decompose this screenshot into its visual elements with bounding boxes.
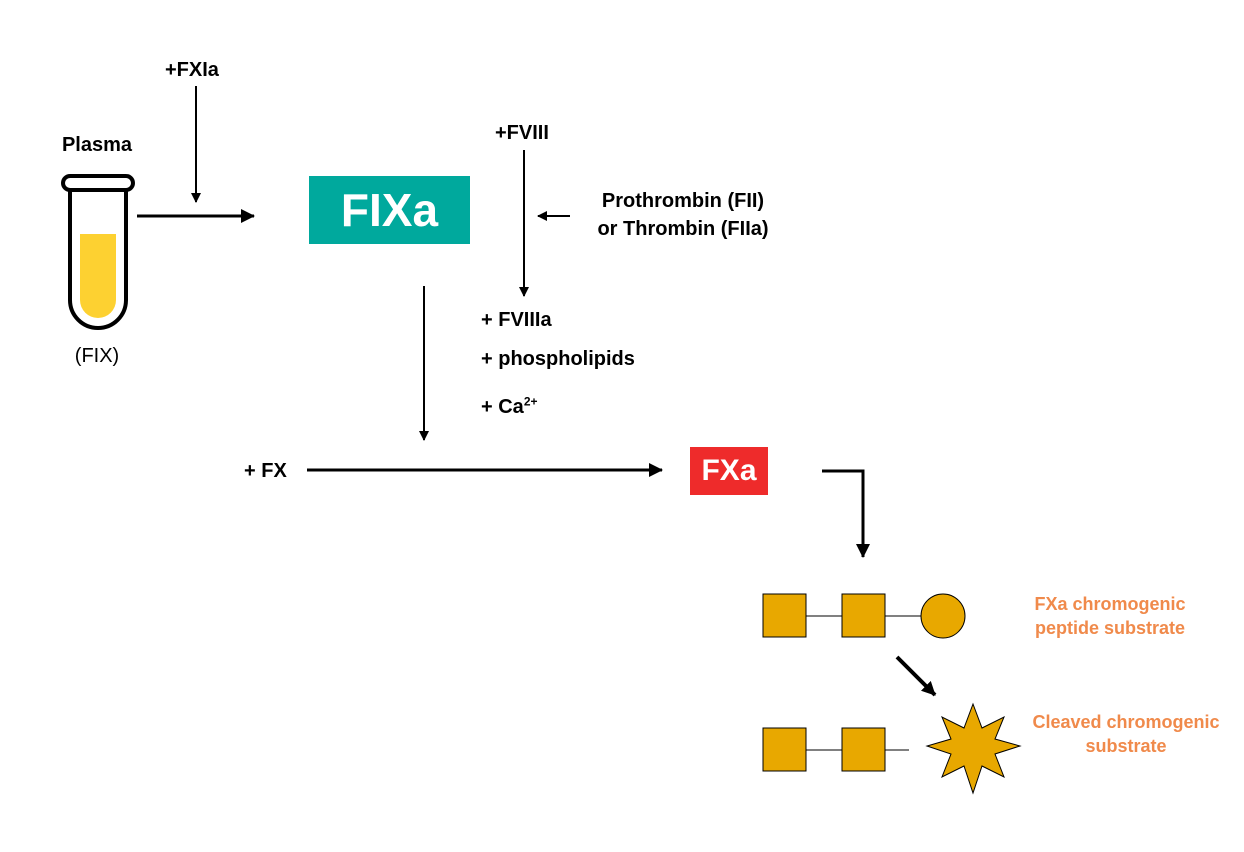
fixa-label: FIXa bbox=[340, 184, 439, 236]
cleaved-substrate-label-line2: substrate bbox=[1085, 736, 1167, 756]
calcium-superscript: 2+ bbox=[523, 394, 538, 409]
fxa-label: FXa bbox=[701, 454, 757, 487]
fxa-to-substrate-arrow bbox=[822, 469, 870, 558]
phospholipids-label: + phospholipids bbox=[481, 348, 635, 370]
prothrombin-label: Prothrombin (FII) bbox=[601, 190, 765, 212]
fx-label: + FX bbox=[244, 460, 287, 482]
intact-substrate-label-line1: FXa chromogenic bbox=[1034, 594, 1186, 614]
cleaved-substrate-icon bbox=[762, 702, 1022, 795]
cleavage-arrow bbox=[895, 655, 937, 697]
cleaved-substrate-label-line1: Cleaved chromogenic bbox=[1032, 712, 1220, 732]
intact-substrate-label-line2: peptide substrate bbox=[1034, 618, 1186, 638]
fviii-label: +FVIII bbox=[495, 122, 549, 144]
test-tube-icon bbox=[61, 174, 135, 330]
plasma-label: Plasma bbox=[61, 134, 133, 156]
chromophore-burst-icon bbox=[925, 702, 1022, 795]
calcium-base: + Ca bbox=[481, 396, 524, 418]
calcium-label: + Ca2+ bbox=[481, 395, 538, 419]
thrombin-label: or Thrombin (FIIa) bbox=[597, 218, 769, 240]
fix-label: (FIX) bbox=[74, 345, 120, 367]
fxa-box: FXa bbox=[690, 447, 768, 495]
intact-substrate-icon bbox=[762, 593, 966, 639]
fixa-box: FIXa bbox=[309, 176, 470, 244]
fxia-label: +FXIa bbox=[165, 59, 219, 81]
fviiia-label: + FVIIIa bbox=[481, 309, 552, 331]
